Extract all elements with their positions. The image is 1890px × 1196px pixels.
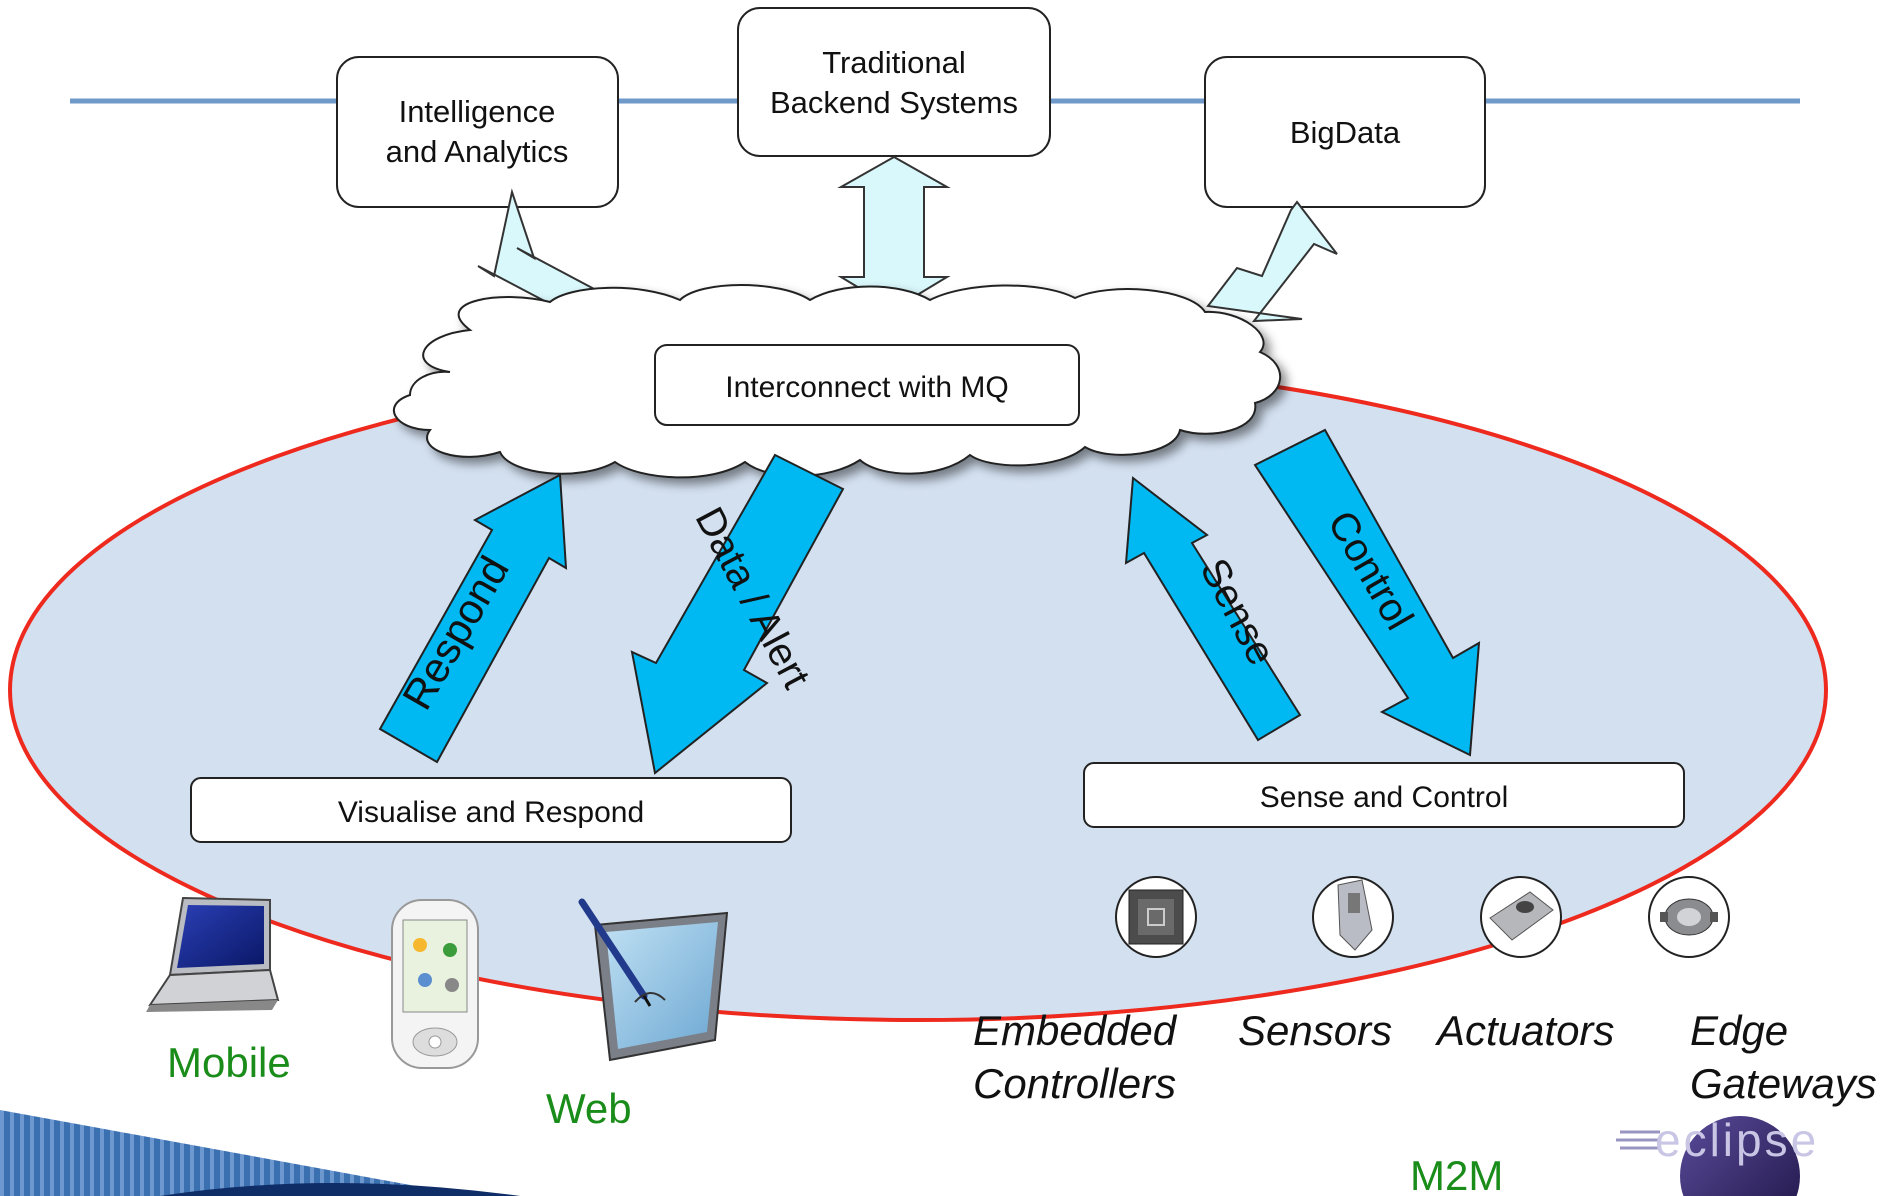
actuators-label: Actuators [1434,1007,1614,1054]
interconnect-label: Interconnect with MQ [725,371,1008,404]
embedded-controller-icon [1115,876,1197,958]
sensors-label: Sensors [1238,1007,1392,1054]
bigdata-box: BigData [1204,56,1486,208]
intelligence-box: Intelligence and Analytics [336,56,619,208]
data-alert-arrow [630,453,845,775]
visualise-respond-label: Visualise and Respond [338,796,644,829]
bigdata-label: BigData [1290,115,1401,150]
sense-control-box: Sense and Control [1083,762,1685,828]
sensor-icon [1312,876,1394,958]
actuator-icon [1480,876,1562,958]
sense-arrow [1124,476,1302,742]
intelligence-line2: and Analytics [386,134,569,169]
visualise-respond-box: Visualise and Respond [190,777,792,843]
backend-line2: Backend Systems [770,85,1018,120]
edge-gateways-label-line1: Edge [1690,1007,1788,1054]
decorative-stripe-dark [160,1183,520,1196]
bigdata-double-arrow [1206,200,1338,323]
control-arrow [1253,428,1481,757]
mobile-label: Mobile [167,1039,291,1086]
embedded-controllers-label-line1: Embedded [973,1007,1178,1054]
respond-arrow [378,473,568,764]
intelligence-line1: Intelligence [399,94,556,129]
edge-gateways-label-line2: Gateways [1690,1060,1877,1107]
embedded-controllers-label-line2: Controllers [973,1060,1176,1107]
laptop-icon [146,896,280,1012]
eclipse-logo-text: eclipse [1655,1114,1819,1166]
edge-gateway-icon [1648,876,1730,958]
sense-control-label: Sense and Control [1260,781,1509,814]
decorative-stripe [0,1110,470,1196]
interconnect-box: Interconnect with MQ [654,344,1080,426]
backend-line1: Traditional [822,45,966,80]
web-label: Web [546,1085,632,1132]
phone-icon [391,899,479,1069]
eclipse-logo: eclipse [1616,1114,1819,1196]
tablet-icon [578,898,729,1062]
m2m-label: M2M [1410,1152,1503,1196]
backend-box: Traditional Backend Systems [737,7,1051,157]
